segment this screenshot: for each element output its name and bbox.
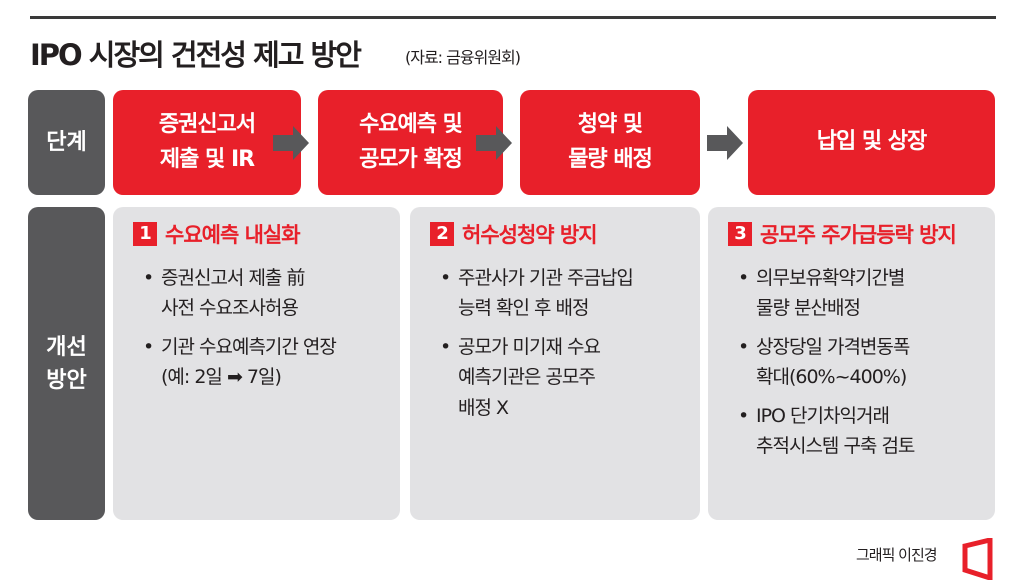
measure-number: 2 <box>430 222 454 246</box>
measure-2: 2 허수성청약 방지 주관사가 기관 주금납입 능력 확인 후 배정 공모가 미기… <box>410 207 700 520</box>
bullet: 주관사가 기관 주금납입 능력 확인 후 배정 <box>424 263 686 324</box>
arrow-right-icon <box>273 126 309 160</box>
publisher-logo-icon <box>962 538 993 580</box>
measure-number: 1 <box>133 222 157 246</box>
stage-4: 납입 및 상장 <box>748 90 995 195</box>
source-note: (자료: 금융위원회) <box>405 48 521 67</box>
top-rule <box>30 16 996 19</box>
measure-3: 3 공모주 주가급등락 방지 의무보유확약기간별 물량 분산배정 상장당일 가격변… <box>708 207 995 520</box>
stage-2: 수요예측 및 공모가 확정 <box>318 90 503 195</box>
stage-1: 증권신고서 제출 및 IR <box>113 90 301 195</box>
graphic-credit: 그래픽 이진경 <box>856 546 938 564</box>
measure-title: 허수성청약 방지 <box>462 223 598 247</box>
measure-1: 1 수요예측 내실화 증권신고서 제출 前 사전 수요조사허용 기관 수요예측기간… <box>113 207 400 520</box>
bullet: 증권신고서 제출 前 사전 수요조사허용 <box>127 263 386 324</box>
bullet: 기관 수요예측기간 연장 (예: 2일 ➡ 7일) <box>127 332 386 393</box>
measure-number: 3 <box>728 222 752 246</box>
stage-3: 청약 및 물량 배정 <box>520 90 700 195</box>
arrow-right-icon <box>707 126 743 160</box>
bullet: IPO 단기차익거래 추적시스템 구축 검토 <box>722 401 981 462</box>
page-title: IPO 시장의 건전성 제고 방안 <box>30 38 362 72</box>
improvement-row-label: 개선 방안 <box>28 207 105 520</box>
stage-row-label: 단계 <box>28 90 105 195</box>
bullet: 상장당일 가격변동폭 확대(60%~400%) <box>722 332 981 393</box>
arrow-right-icon <box>476 126 512 160</box>
bullet: 의무보유확약기간별 물량 분산배정 <box>722 263 981 324</box>
measure-title: 공모주 주가급등락 방지 <box>760 223 957 247</box>
bullet: 공모가 미기재 수요 예측기관은 공모주 배정 X <box>424 332 686 423</box>
measure-title: 수요예측 내실화 <box>165 223 301 247</box>
